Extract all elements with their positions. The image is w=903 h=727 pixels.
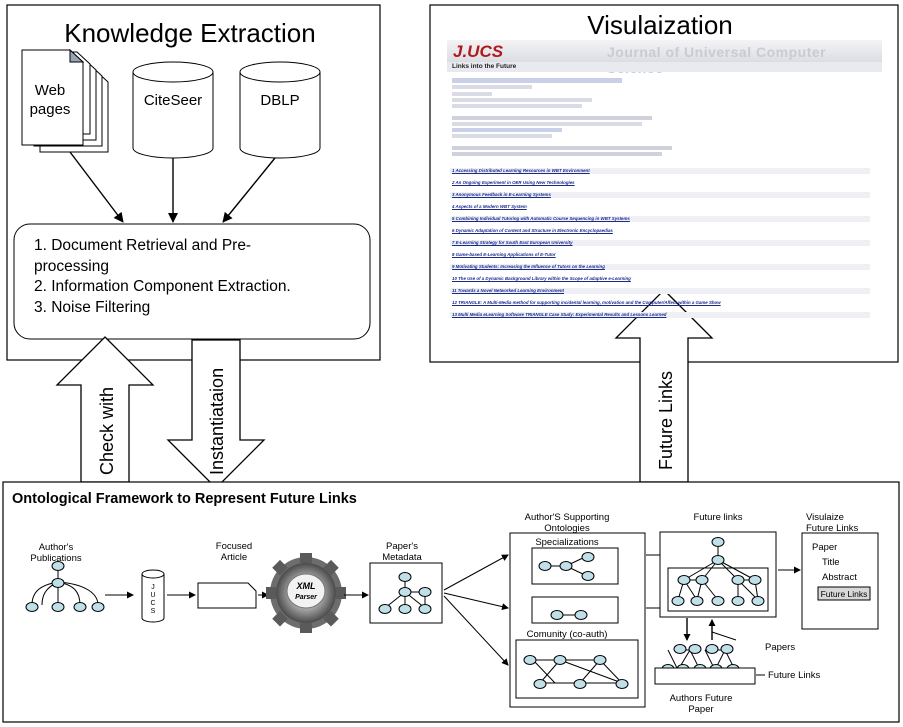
dblp-label: DBLP (260, 92, 299, 109)
processing-steps-list: 1. Document Retrieval and Pre- processin… (34, 236, 374, 318)
instantiation-arrow (166, 339, 266, 489)
future-links-title: Future links (693, 512, 742, 523)
arrow-metadata-to-onamasticon (443, 592, 509, 611)
jucs-row[interactable]: 6 Dynamic Adaptation of Content and Stru… (452, 228, 613, 233)
jucs-database-icon (141, 569, 165, 623)
jucs-row[interactable]: 11 Towards a Novel Networked Learning En… (452, 288, 564, 293)
dblp-database-icon (239, 61, 321, 159)
xml-parser-label-1: XML (296, 581, 316, 591)
visualize-title-1: Visulaize (806, 512, 844, 523)
jucs-meta-block (452, 78, 672, 156)
step-1-line-1: 1. Document Retrieval and Pre- (34, 237, 252, 254)
authors-publications-label-1: Author's (39, 542, 74, 553)
jucs-row[interactable]: 1 Accessing Distributed Learning Resourc… (452, 168, 590, 173)
onamasticon-graph (550, 610, 588, 620)
future-links-bar (654, 667, 756, 685)
comunity-graph (523, 655, 629, 689)
citeseer-database-icon (132, 61, 214, 159)
jucs-letter-j: J (151, 584, 155, 591)
web-pages-icon (21, 48, 109, 153)
citeseer-label: CiteSeer (144, 92, 202, 109)
supporting-ontologies-label-2: Ontologies (544, 523, 590, 534)
visualize-item-abstract: Abstract (822, 572, 857, 583)
arrow-web-to-process (69, 151, 124, 223)
visualize-box (801, 532, 879, 630)
check-with-label: Check with (97, 387, 117, 475)
papers-metadata-label-1: Paper's (386, 541, 418, 552)
papers-label: Papers (765, 642, 795, 653)
authors-future-paper-label-2: Paper (688, 704, 713, 715)
web-pages-label-line1: Web (35, 82, 66, 99)
future-links-arrow-label: Future Links (656, 371, 676, 470)
jucs-page-screenshot: J.UCS Journal of Universal Computer Scie… (447, 40, 882, 345)
focused-article-icon (197, 582, 257, 609)
step-3: 3. Noise Filtering (34, 298, 151, 316)
instantiation-label: Instantiataion (207, 368, 227, 475)
onamasticon-box (531, 596, 619, 624)
visualize-item-title: Title (822, 557, 840, 568)
jucs-row[interactable]: 2 An Ongoing Experiment in OER Using New… (452, 180, 575, 185)
future-links-tree (671, 537, 765, 606)
focused-article-label-2: Article (221, 552, 247, 563)
jucs-row[interactable]: 5 Combining Individual Tutoring with Aut… (452, 216, 630, 221)
framework-title: Ontological Framework to Represent Futur… (12, 491, 357, 507)
visualize-item-paper: Paper (812, 542, 837, 553)
comunity-label: Comunity (co-auth) (527, 629, 608, 640)
visualize-future-links-button[interactable] (817, 586, 871, 601)
visualization-title: Visulaization (587, 10, 733, 40)
focused-article-label-1: Focused (216, 541, 252, 552)
jucs-row[interactable]: 8 Game-based E-Learning Applications of … (452, 252, 556, 257)
future-links-bar-label: Future Links (768, 670, 821, 681)
knowledge-extraction-title: Knowledge Extraction (64, 18, 315, 48)
jucs-letter-s: S (151, 608, 156, 615)
jucs-header: J.UCS Journal of Universal Computer Scie… (447, 40, 882, 76)
papers-metadata-tree (378, 572, 432, 614)
visualize-title-2: Future Links (806, 523, 859, 534)
xml-parser-label-2: Parser (295, 594, 318, 601)
jucs-letter-c: C (150, 600, 155, 607)
arrow-metadata-to-comunity (443, 595, 509, 666)
xml-parser-gear-icon (266, 553, 346, 633)
jucs-row[interactable]: 7 E-Learning Strategy for South East Eur… (452, 240, 573, 245)
jucs-row[interactable]: 10 The Use of a Dynamic Background Libra… (452, 276, 631, 281)
step-1-line-2: processing (34, 257, 109, 275)
authors-future-paper-label-1: Authors Future (670, 693, 733, 704)
authors-publications-label-2: Publications (30, 553, 81, 564)
step-2: 2. Information Component Extraction. (34, 278, 291, 295)
jucs-row[interactable]: 12 TRIANGLE: A Multi-Media method for su… (452, 300, 721, 305)
jucs-page-heading: Links into the Future (447, 62, 882, 72)
processing-steps-box (13, 223, 371, 340)
specializations-label: Specializations (535, 537, 599, 548)
authors-publications-tree (25, 561, 105, 612)
web-pages-label-line2: pages (30, 101, 71, 118)
papers-connector (711, 631, 737, 641)
visualize-future-links-button-label: Future Links (821, 589, 868, 599)
comunity-box (515, 639, 639, 699)
arrow-metadata-to-specializations (443, 554, 509, 591)
jucs-row[interactable]: 9 Motivating Students: Increasing the In… (452, 264, 605, 269)
papers-metadata-label-2: Metadata (382, 552, 422, 563)
arrow-dblp-to-process (222, 157, 276, 223)
supporting-ontologies-label-1: Author'S Supporting (525, 512, 610, 523)
jucs-row[interactable]: 4 Aspects of a Modern WBT System (452, 204, 527, 209)
specializations-graph (538, 552, 595, 581)
jucs-letter-u: U (150, 592, 155, 599)
jucs-logo: J.UCS (453, 42, 504, 61)
jucs-row[interactable]: 13 Multi Media eLearning Software TRIANG… (452, 312, 667, 317)
jucs-row[interactable]: 3 Anonymous Feedback in E-Learning Syste… (452, 192, 551, 197)
